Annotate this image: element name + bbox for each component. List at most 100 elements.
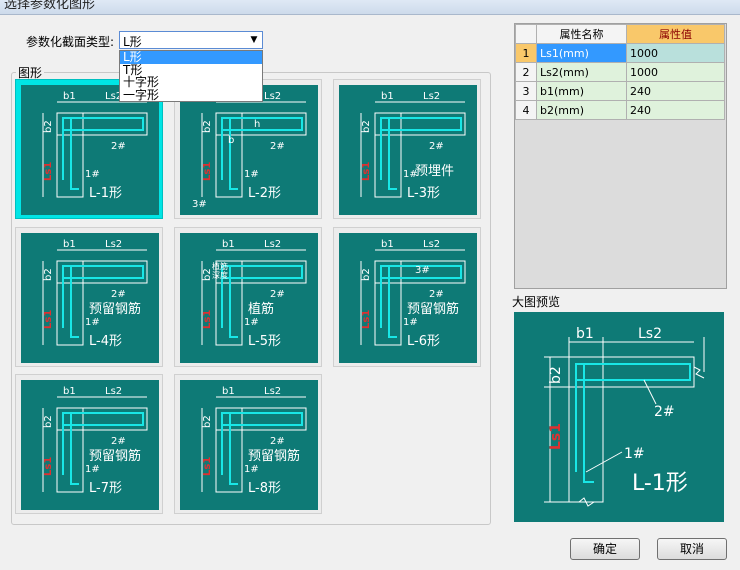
dim-ls2: Ls2 <box>423 91 440 102</box>
dropdown-option[interactable]: L形 <box>120 51 262 64</box>
rebar-2-label: 2# <box>111 141 126 152</box>
dim-b2: b2 <box>43 120 54 133</box>
table-corner <box>515 24 537 44</box>
dim-b2: b2 <box>548 366 564 384</box>
dim-ls1: Ls1 <box>548 423 564 450</box>
table-row[interactable]: 4 b2(mm) 240 <box>515 100 725 120</box>
section-type-combo[interactable]: L形 ▼ <box>119 31 263 49</box>
shape-tag: 预留钢筋 <box>407 301 459 317</box>
dim-b1: b1 <box>63 239 76 250</box>
dim-b1: b1 <box>222 386 235 397</box>
property-table[interactable]: 属性名称 属性值 1 Ls1(mm) 1000 2 Ls2(mm) 1000 3… <box>514 23 727 289</box>
table-row[interactable]: 1 Ls1(mm) 1000 <box>515 43 725 63</box>
dim-b1: b1 <box>381 239 394 250</box>
shape-tag: 预留钢筋 <box>89 301 141 317</box>
property-value[interactable]: 1000 <box>626 62 725 82</box>
rebar-2-label: 2# <box>654 404 675 420</box>
dim-ls1: Ls1 <box>43 162 54 181</box>
dropdown-option[interactable]: 一字形 <box>123 87 160 102</box>
chevron-down-icon[interactable]: ▼ <box>250 35 258 45</box>
rebar-3-label: 3# <box>192 199 207 210</box>
rebar-2-label: 2# <box>111 289 126 300</box>
dim-b2: b2 <box>361 268 372 281</box>
window-title: 选择参数化图形 <box>4 0 96 12</box>
dim-ls1: Ls1 <box>202 457 213 476</box>
property-name[interactable]: b2(mm) <box>536 100 627 120</box>
dim-b1: b1 <box>222 239 235 250</box>
rebar-1-label: 1# <box>244 317 259 328</box>
section-type-dropdown[interactable]: L形 T形 十字形 一字形 <box>119 50 263 102</box>
table-row[interactable]: 2 Ls2(mm) 1000 <box>515 62 725 82</box>
dim-b1: b1 <box>63 91 76 102</box>
dropdown-option[interactable]: 十字形 <box>123 75 160 89</box>
dim-b2: b2 <box>202 415 213 428</box>
rebar-1-label: 1# <box>244 169 259 180</box>
shape-label: L-3形 <box>407 186 440 201</box>
dim-b1: b1 <box>63 386 76 397</box>
embed-depth-label: 植筋 <box>212 261 228 271</box>
rebar-2-label: 2# <box>270 289 285 300</box>
dim-ls2: Ls2 <box>264 386 281 397</box>
dim-h: h <box>254 119 260 130</box>
dim-b2: b2 <box>202 120 213 133</box>
dim-ls1: Ls1 <box>202 162 213 181</box>
cancel-button[interactable]: 取消 <box>657 538 727 560</box>
large-preview: b1 Ls2 2# 1# L-1形 b2 Ls1 <box>514 312 724 522</box>
shapes-group-title: 图形 <box>16 64 45 81</box>
dim-ls2: Ls2 <box>264 239 281 250</box>
shape-label: L-8形 <box>248 481 281 496</box>
dim-ls2: Ls2 <box>105 91 122 102</box>
property-value[interactable]: 240 <box>626 100 725 120</box>
dim-ls1: Ls1 <box>361 162 372 181</box>
row-index: 2 <box>515 62 537 82</box>
rebar-1-label: 1# <box>85 169 100 180</box>
section-type-value: L形 <box>123 35 142 49</box>
dim-b1: b1 <box>576 326 594 342</box>
dim-ls2: Ls2 <box>105 239 122 250</box>
rebar-2-label: 2# <box>270 436 285 447</box>
property-name[interactable]: Ls2(mm) <box>536 62 627 82</box>
row-index: 1 <box>515 43 537 63</box>
rebar-2-label: 2# <box>111 436 126 447</box>
ok-button[interactable]: 确定 <box>570 538 640 560</box>
shape-label: L-2形 <box>248 186 281 201</box>
rebar-1-label: 1# <box>85 317 100 328</box>
shape-label: L-6形 <box>407 334 440 349</box>
rebar-2-label: 2# <box>270 141 285 152</box>
rebar-1-label: 1# <box>244 464 259 475</box>
dim-b2: b2 <box>361 120 372 133</box>
dim-ls1: Ls1 <box>361 310 372 329</box>
property-name[interactable]: b1(mm) <box>536 81 627 101</box>
property-value[interactable]: 240 <box>626 81 725 101</box>
shape-label: L-1形 <box>89 186 122 201</box>
dim-b2: b2 <box>43 268 54 281</box>
property-value[interactable]: 1000 <box>626 43 725 63</box>
title-bar: 选择参数化图形 <box>0 0 740 15</box>
dim-ls2: Ls2 <box>105 386 122 397</box>
dim-ls2: Ls2 <box>264 91 281 102</box>
preview-shape-label: L-1形 <box>632 471 688 496</box>
shape-label: L-4形 <box>89 334 122 349</box>
rebar-1-label: 1# <box>403 169 418 180</box>
dim-b2: b2 <box>202 268 213 281</box>
rebar-1-label: 1# <box>624 446 645 462</box>
rebar-1-label: 1# <box>85 464 100 475</box>
dropdown-option[interactable]: T形 <box>123 62 143 77</box>
table-row[interactable]: 3 b1(mm) 240 <box>515 81 725 101</box>
property-name[interactable]: Ls1(mm) <box>536 43 627 63</box>
column-header-name: 属性名称 <box>536 24 627 44</box>
